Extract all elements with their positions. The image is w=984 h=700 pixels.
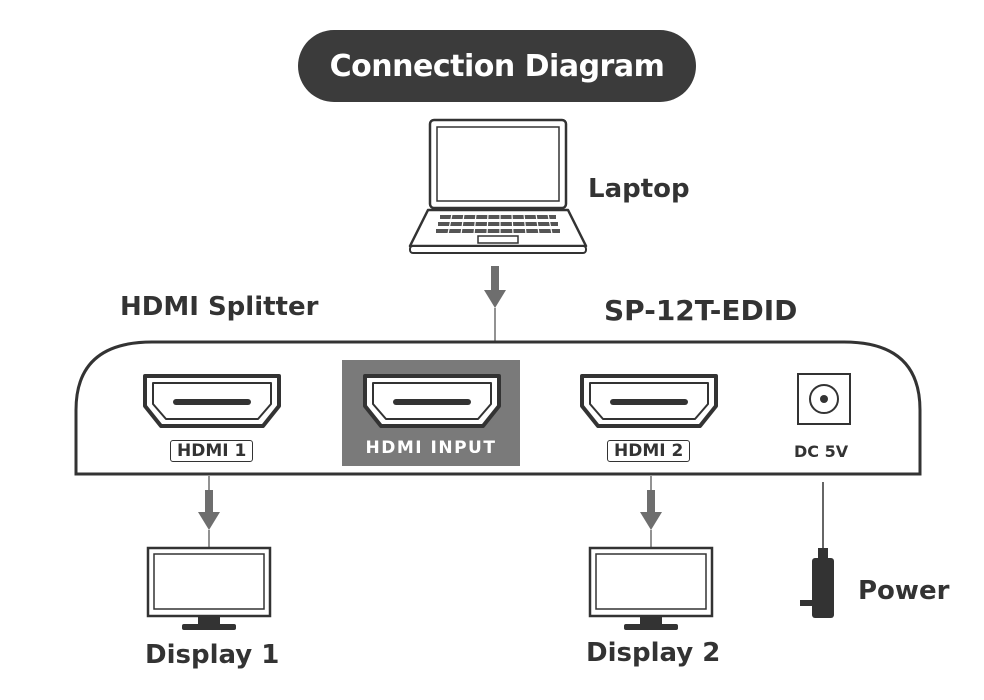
diagram-title: Connection Diagram xyxy=(298,30,696,102)
dc-port-label: DC 5V xyxy=(794,442,849,461)
model-label: SP-12T-EDID xyxy=(604,294,798,327)
arrow-down-icon xyxy=(640,476,662,548)
hdmi-input-port-label: HDMI INPUT xyxy=(365,438,497,458)
hdmi2-port-label: HDMI 2 xyxy=(607,440,691,462)
laptop-icon xyxy=(408,118,588,254)
power-adapter-icon xyxy=(800,482,834,618)
dc-jack-icon xyxy=(797,373,851,425)
display2-label: Display 2 xyxy=(586,638,721,668)
hdmi-port-icon xyxy=(143,374,281,428)
arrow-down-icon xyxy=(198,476,220,548)
display1-label: Display 1 xyxy=(145,640,280,670)
hdmi-input-port-icon xyxy=(363,374,501,428)
monitor-icon xyxy=(146,546,272,630)
splitter-label: HDMI Splitter xyxy=(120,292,319,322)
hdmi1-port-label: HDMI 1 xyxy=(170,440,254,462)
power-label: Power xyxy=(858,576,950,606)
monitor-icon xyxy=(588,546,714,630)
hdmi-port-icon xyxy=(580,374,718,428)
laptop-label: Laptop xyxy=(588,174,690,204)
